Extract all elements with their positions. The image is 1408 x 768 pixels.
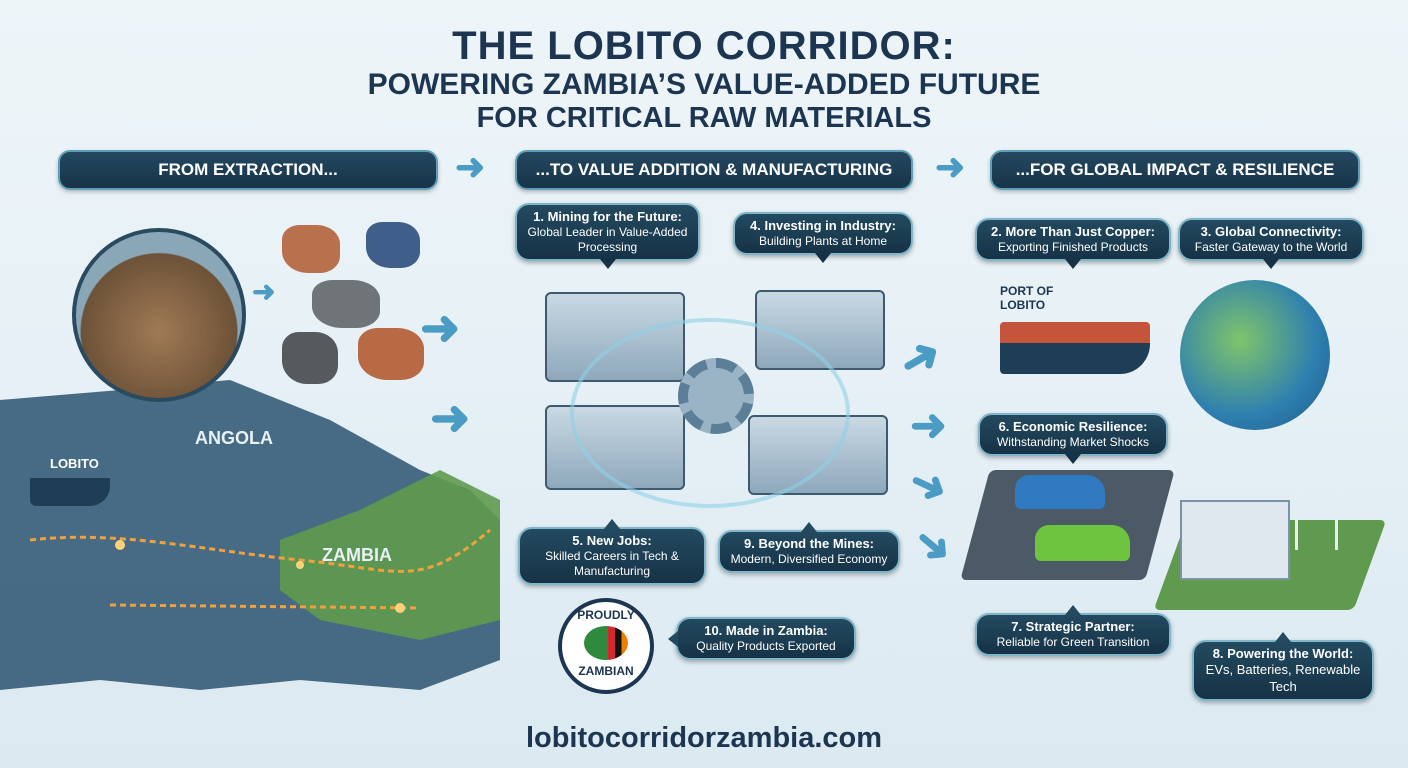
callout-text: Skilled Careers in Tech & Manufacturing (545, 549, 679, 579)
map-label-zambia: ZAMBIA (322, 545, 392, 565)
callout-investing-industry: 4. Investing in Industry:Building Plants… (733, 212, 913, 264)
callout-heading: 8. Powering the World: (1212, 646, 1354, 661)
callout-text: Faster Gateway to the World (1194, 240, 1348, 255)
ore-icon (312, 280, 380, 328)
callout-heading: 2. More Than Just Copper: (991, 224, 1155, 239)
callout-new-jobs: 5. New Jobs:Skilled Careers in Tech & Ma… (518, 518, 706, 586)
copper-ore-icon (282, 225, 340, 273)
wind-turbine-icon (1335, 470, 1338, 550)
ship-icon (30, 478, 110, 506)
callout-heading: 7. Strategic Partner: (1011, 619, 1135, 634)
stage-global-impact: ...FOR GLOBAL IMPACT & RESILIENCE (990, 150, 1360, 190)
callout-more-than-copper: 2. More Than Just Copper:Exporting Finis… (975, 218, 1171, 270)
callout-beyond-mines: 9. Beyond the Mines:Modern, Diversified … (718, 521, 900, 574)
callout-powering-world: 8. Powering the World:EVs, Batteries, Re… (1192, 632, 1374, 701)
callout-heading: 10. Made in Zambia: (704, 623, 828, 638)
flow-arrow-icon: ➜ (420, 302, 461, 355)
wind-turbine-icon (1295, 460, 1298, 550)
cycle-ring (570, 318, 850, 508)
flow-arrow-icon: ➜ (910, 401, 947, 450)
map-label-lobito: LOBITO (50, 456, 99, 471)
flow-arrow-icon: ➜ (901, 455, 956, 516)
copper-ore-icon (358, 328, 424, 380)
corridor-map (0, 380, 500, 690)
globe-icon (1180, 280, 1330, 430)
flow-arrow-icon: ➜ (903, 514, 964, 577)
badge-bottom-text: ZAMBIAN (578, 664, 634, 678)
stage-extraction: FROM EXTRACTION... (58, 150, 438, 190)
callout-heading: 1. Mining for the Future: (533, 209, 682, 224)
callout-heading: 4. Investing in Industry: (750, 218, 896, 233)
arrow-icon: ➜ (935, 146, 966, 187)
badge-top-text: PROUDLY (577, 608, 635, 622)
arrow-icon: ➜ (252, 276, 276, 307)
map-label-angola: ANGOLA (195, 428, 273, 448)
callout-text: Withstanding Market Shocks (996, 435, 1150, 450)
callout-text: Global Leader in Value-Added Processing (527, 225, 688, 255)
callout-heading: 6. Economic Resilience: (998, 419, 1148, 434)
callout-economic-resilience: 6. Economic Resilience:Withstanding Mark… (978, 413, 1168, 465)
arrow-icon: ➜ (455, 146, 486, 187)
proudly-zambian-badge: PROUDLY ZAMBIAN (558, 598, 654, 694)
flow-arrow-icon: ➜ (889, 325, 952, 392)
title-line-3: FOR CRITICAL RAW MATERIALS (476, 102, 932, 134)
callout-text: Building Plants at Home (758, 234, 888, 249)
cobalt-ore-icon (366, 222, 420, 268)
flow-arrow-icon: ➜ (430, 392, 471, 445)
callout-text: Quality Products Exported (696, 639, 836, 654)
stage-value-addition: ...TO VALUE ADDITION & MANUFACTURING (515, 150, 913, 190)
callout-heading: 5. New Jobs: (572, 533, 652, 548)
ev-car-blue-icon (1015, 475, 1105, 509)
callout-heading: 9. Beyond the Mines: (743, 536, 875, 551)
callout-made-in-zambia: 10. Made in Zambia:Quality Products Expo… (668, 617, 856, 661)
title-line-1: THE LOBITO CORRIDOR: (452, 24, 956, 68)
ore-icon (282, 332, 338, 384)
callout-strategic-partner: 7. Strategic Partner:Reliable for Green … (975, 604, 1171, 657)
callout-text: EVs, Batteries, Renewable Tech (1205, 662, 1361, 694)
ev-car-green-icon (1035, 525, 1130, 561)
callout-text: Exporting Finished Products (997, 240, 1149, 255)
callout-text: Reliable for Green Transition (996, 635, 1150, 650)
battery-storage-icon (1180, 500, 1290, 580)
callout-global-connectivity: 3. Global Connectivity:Faster Gateway to… (1178, 218, 1364, 270)
callout-heading: 3. Global Connectivity: (1200, 224, 1342, 239)
container-ship-illustration (1000, 322, 1150, 374)
title-line-2: POWERING ZAMBIA’S VALUE-ADDED FUTURE (367, 68, 1041, 101)
website-link[interactable]: lobitocorridorzambia.com (525, 722, 883, 754)
zambia-flag-icon (584, 626, 628, 660)
callout-mining-future: 1. Mining for the Future:Global Leader i… (515, 203, 700, 270)
port-label: PORT OF LOBITO (1000, 284, 1054, 313)
mine-pit-illustration (72, 228, 246, 402)
callout-text: Modern, Diversified Economy (730, 552, 888, 567)
zambia-region (280, 470, 500, 640)
